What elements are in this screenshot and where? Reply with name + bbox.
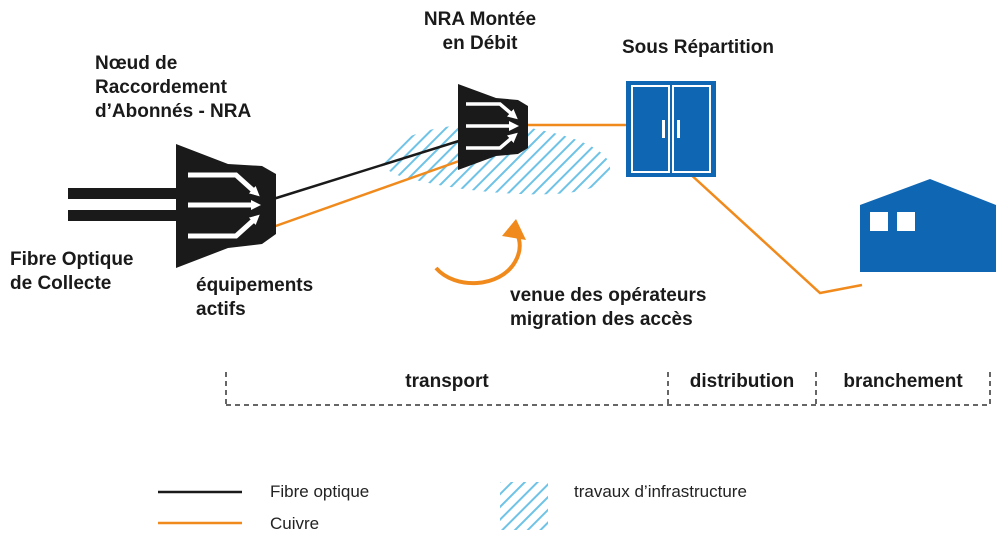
sous-repartition-cabinet-icon [626,81,716,177]
nra-label-line2: Raccordement [95,77,227,98]
legend-infrastructure-swatch [500,482,548,530]
fibre-collecte-line2: de Collecte [10,273,112,294]
migration-arrow-icon [434,219,526,286]
nra-equipment-icon [176,144,276,268]
segment-bracket [225,372,991,406]
segment-distribution: distribution [689,371,795,392]
collect-fibre-lines [68,188,180,221]
venue-line1: venue des opérateurs [510,285,707,306]
equipements-line2: actifs [196,299,246,320]
nra-med-label-line1: NRA Montée [423,9,537,30]
equipements-line1: équipements [196,275,314,296]
nra-med-label: NRA Montée en Débit [390,8,570,56]
sous-repartition-label: Sous Répartition [622,37,775,58]
nra-label-line3: d’Abonnés - NRA [95,101,252,122]
nra-label: Nœud de Raccordement d’Abonnés - NRA [95,52,315,124]
equipements-actifs-label: équipements actifs [196,274,356,322]
copper-link-nra-to-nra-med [269,158,463,230]
operator-migration-label: venue des opérateurs migration des accès [510,284,770,332]
fibre-collecte-label: Fibre Optique de Collecte [10,248,170,296]
nra-label-line1: Nœud de [95,53,178,74]
nra-med-icon [458,84,528,170]
segment-branchement: branchement [843,371,963,392]
house-icon [860,179,996,272]
infrastructure-works-area [382,124,611,195]
fibre-link-nra-to-nra-med [269,138,463,202]
copper-link-sr-to-house [687,171,863,295]
segment-transport: transport [405,371,489,392]
nra-med-label-line2: en Débit [442,33,518,54]
fibre-collecte-line1: Fibre Optique [10,249,134,270]
legend-fibre-label: Fibre optique [270,482,370,501]
venue-line2: migration des accès [510,309,693,330]
legend-infrastructure-label: travaux d’infrastructure [574,482,747,501]
legend-copper-label: Cuivre [270,514,320,533]
